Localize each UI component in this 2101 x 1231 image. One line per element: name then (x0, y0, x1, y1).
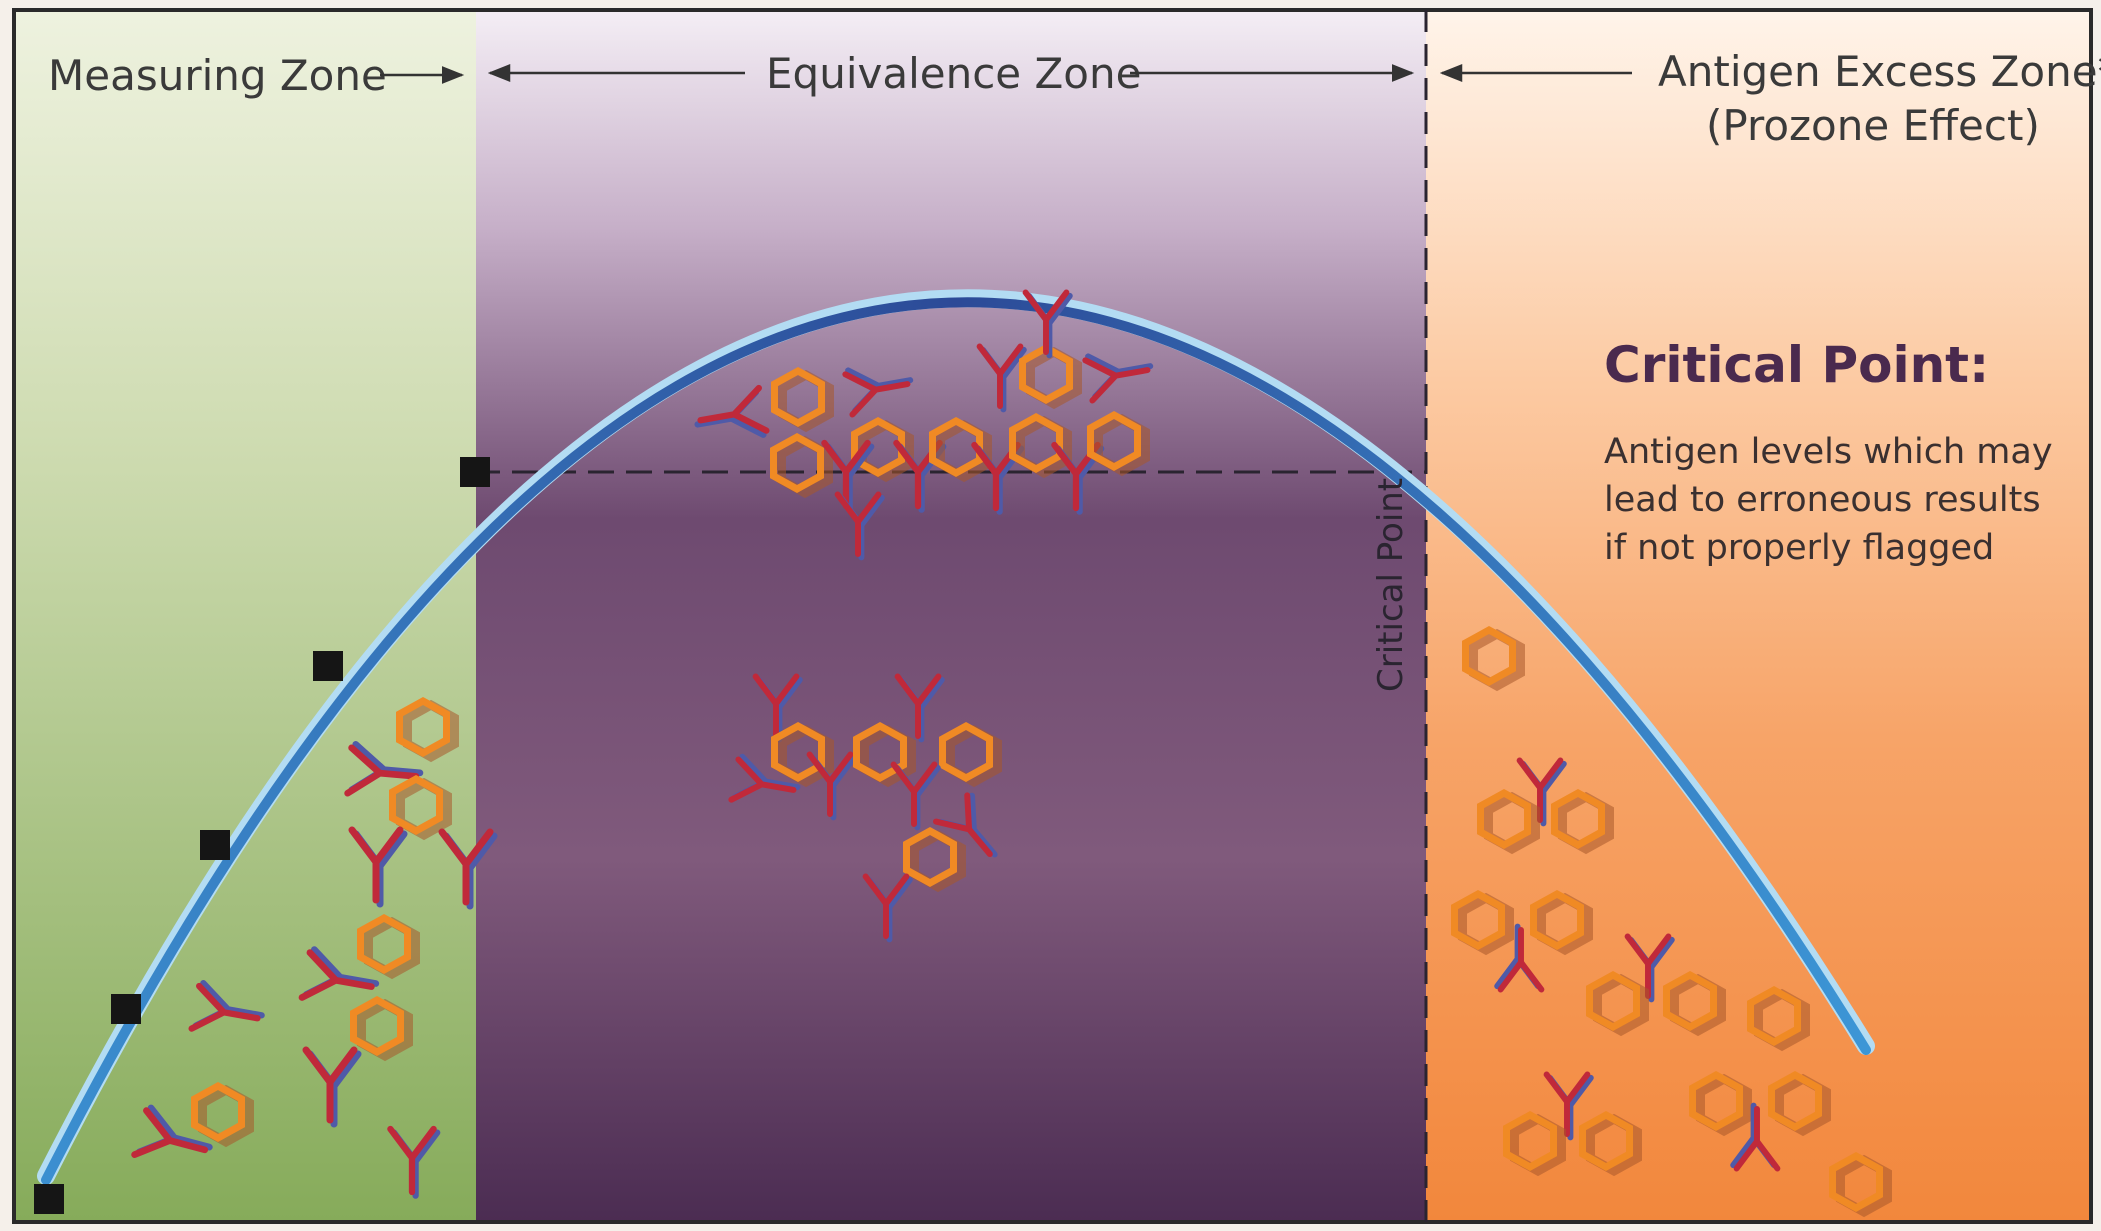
critical-point-vertical-label: Critical Point (1371, 478, 1411, 692)
precipitin-curve (41, 297, 1871, 1185)
data-point-marker (460, 457, 490, 487)
prozone-effect-label: (Prozone Effect) (1706, 101, 2040, 150)
equivalence-zone-label: Equivalence Zone (766, 49, 1141, 98)
critical-point-desc-line2: lead to erroneous results (1604, 480, 2041, 520)
critical-point-desc-line1: Antigen levels which may (1604, 432, 2053, 472)
data-point-marker (111, 994, 141, 1024)
critical-point-title: Critical Point: (1604, 336, 1989, 394)
equivalence-zone (476, 10, 1426, 1222)
data-point-marker (313, 651, 343, 681)
critical-point-desc-line3: if not properly flagged (1604, 528, 1994, 568)
excess-zone-label: Antigen Excess Zone* (1658, 47, 2101, 96)
data-point-marker (34, 1184, 64, 1214)
border (12, 8, 2093, 1224)
antigen-excess-zone (1426, 10, 2091, 1222)
data-point-marker (200, 830, 230, 860)
measuring-zone-label: Measuring Zone (48, 51, 387, 100)
